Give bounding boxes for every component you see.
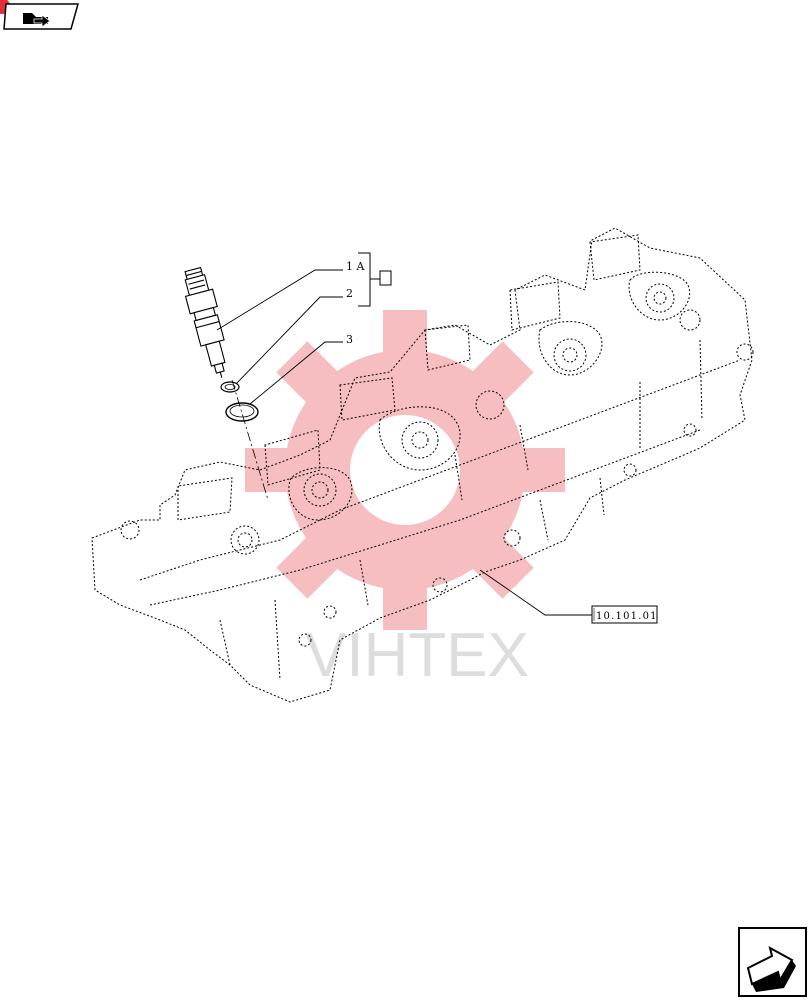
next-page-button[interactable] bbox=[738, 926, 808, 998]
cylinder-head bbox=[91, 227, 754, 703]
watermark-logo bbox=[245, 310, 565, 630]
watermark-text: VIHTEX bbox=[305, 621, 529, 690]
assembly-centerline bbox=[231, 379, 269, 501]
reference-link[interactable]: 10.101.01 bbox=[591, 605, 658, 624]
sealing-washer bbox=[220, 381, 240, 393]
kit-box[interactable] bbox=[379, 270, 392, 286]
o-ring bbox=[225, 402, 259, 422]
callout-3: 3 bbox=[346, 333, 353, 346]
fuel-injector bbox=[184, 266, 226, 378]
previous-section-tab[interactable] bbox=[0, 0, 80, 32]
next-page-arrow-icon bbox=[738, 927, 807, 997]
reference-label: 10.101.01 bbox=[596, 611, 658, 622]
leader-lines bbox=[216, 269, 592, 616]
callout-2: 2 bbox=[346, 287, 353, 300]
callout-1a: 1 A bbox=[346, 260, 365, 273]
folder-arrow-icon bbox=[0, 0, 79, 30]
callouts: 1 A 2 3 bbox=[346, 260, 365, 346]
